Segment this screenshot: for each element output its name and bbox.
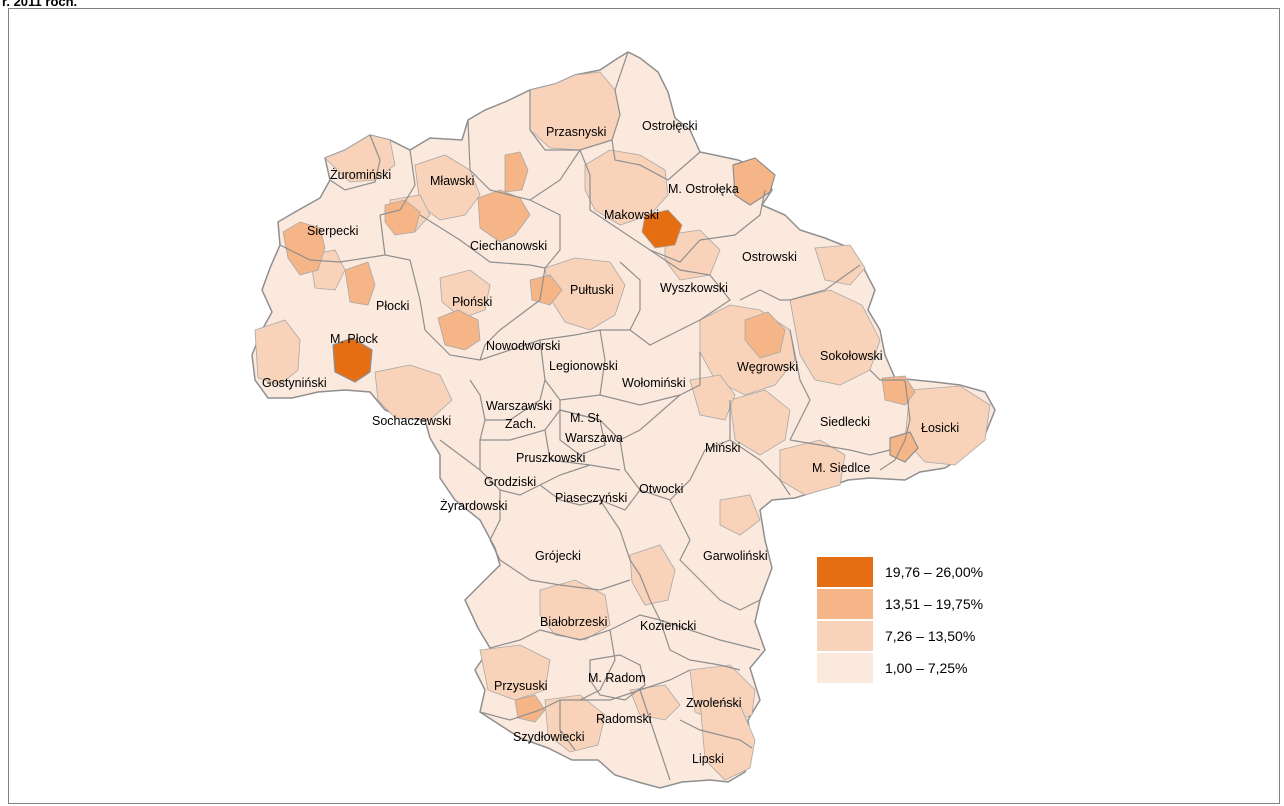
legend-label: 19,76 – 26,00% (885, 564, 984, 580)
label-makowski: Makowski (604, 208, 659, 222)
label-grodziski: Grodziski (484, 475, 536, 489)
label-pultuski: Pułtuski (570, 283, 614, 297)
label-plocki: Płocki (376, 299, 409, 313)
label-m-plock: M. Płock (330, 332, 379, 346)
shaded-areas-13-19 (282, 151, 919, 723)
label-sochaczewski: Sochaczewski (372, 414, 451, 428)
label-plonski: Płoński (452, 295, 492, 309)
label-mlawski: Mławski (430, 174, 474, 188)
label-wolominski: Wołomiński (622, 376, 686, 390)
label-m-st: M. St. (570, 411, 603, 425)
label-m-ostroleka: M. Ostrołęka (668, 182, 739, 196)
label-zyrardowski: Żyrardowski (440, 499, 507, 513)
label-zach: Zach. (505, 417, 536, 431)
label-m-radom: M. Radom (588, 671, 646, 685)
district-borders (279, 51, 911, 781)
label-minski: Miński (705, 441, 740, 455)
district-labels: Ostrołęcki Przasnyski Żuromiński Mławski… (262, 119, 959, 766)
label-sokolowski: Sokołowski (820, 349, 883, 363)
label-siedlecki: Siedlecki (820, 415, 870, 429)
legend-item: 1,00 – 7,25% (817, 652, 983, 684)
label-nowodworski: Nowodworski (486, 339, 560, 353)
legend-swatch (817, 589, 873, 619)
legend-label: 1,00 – 7,25% (885, 660, 968, 676)
legend-swatch (817, 557, 873, 587)
label-ostrolecki: Ostrołęcki (642, 119, 698, 133)
label-bialobrzeski: Białobrzeski (540, 615, 607, 629)
legend-swatch (817, 621, 873, 651)
label-ciechanowski: Ciechanowski (470, 239, 547, 253)
label-kozienicki: Kozienicki (640, 619, 696, 633)
label-radomski: Radomski (596, 712, 652, 726)
label-otwocki: Otwocki (639, 482, 683, 496)
label-losicki: Łosicki (921, 421, 959, 435)
label-warszawski: Warszawski (486, 399, 552, 413)
label-zwolenski: Zwoleński (686, 696, 742, 710)
label-pruszkowski: Pruszkowski (516, 451, 585, 465)
label-piaseczynski: Piaseczyński (555, 491, 627, 505)
label-garwolinski: Garwoliński (703, 549, 768, 563)
map-heading: r. 2011 ročn. (2, 0, 78, 9)
label-przasnyski: Przasnyski (546, 125, 606, 139)
label-gostyninski: Gostyniński (262, 376, 327, 390)
label-szydlowiecki: Szydłowiecki (513, 730, 585, 744)
shaded-areas-7-13 (254, 71, 991, 781)
label-legionowski: Legionowski (549, 359, 618, 373)
label-przysuski: Przysuski (494, 679, 547, 693)
label-warszawa: Warszawa (565, 431, 623, 445)
legend-label: 7,26 – 13,50% (885, 628, 976, 644)
label-zurominski: Żuromiński (330, 168, 391, 182)
legend-label: 13,51 – 19,75% (885, 596, 984, 612)
legend-item: 19,76 – 26,00% (817, 556, 983, 588)
label-wyszkowski: Wyszkowski (660, 281, 728, 295)
label-wegrowski: Węgrowski (737, 360, 798, 374)
label-m-siedlce: M. Siedlce (812, 461, 870, 475)
label-ostrowski: Ostrowski (742, 250, 797, 264)
label-grojecki: Grójecki (535, 549, 581, 563)
legend-item: 13,51 – 19,75% (817, 588, 983, 620)
legend: 19,76 – 26,00% 13,51 – 19,75% 7,26 – 13,… (817, 556, 983, 684)
label-lipski: Lipski (692, 752, 724, 766)
legend-swatch (817, 653, 873, 683)
legend-item: 7,26 – 13,50% (817, 620, 983, 652)
label-sierpecki: Sierpecki (307, 224, 358, 238)
city-enclaves (332, 157, 919, 463)
